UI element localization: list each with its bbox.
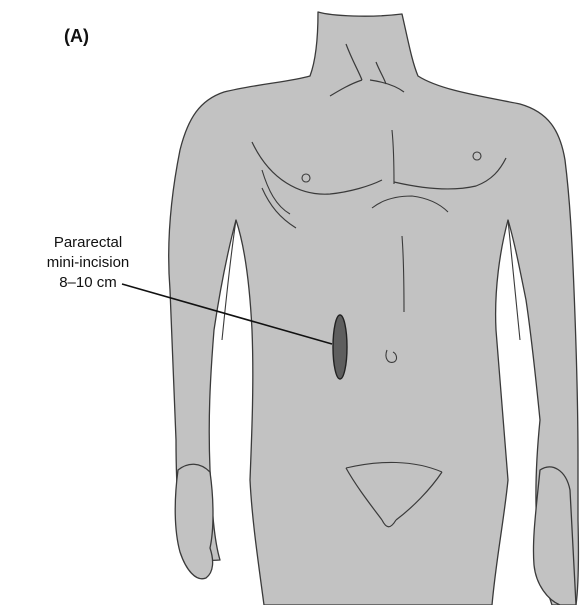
- callout-line-2: mini-incision: [18, 253, 158, 273]
- left-hand: [175, 464, 213, 579]
- incision-callout: Pararectal mini-incision 8–10 cm: [18, 233, 158, 293]
- callout-line-3: 8–10 cm: [18, 273, 158, 293]
- right-hand: [533, 467, 576, 605]
- callout-line-1: Pararectal: [18, 233, 158, 253]
- panel-label: (A): [64, 26, 89, 47]
- incision-mark: [333, 315, 347, 379]
